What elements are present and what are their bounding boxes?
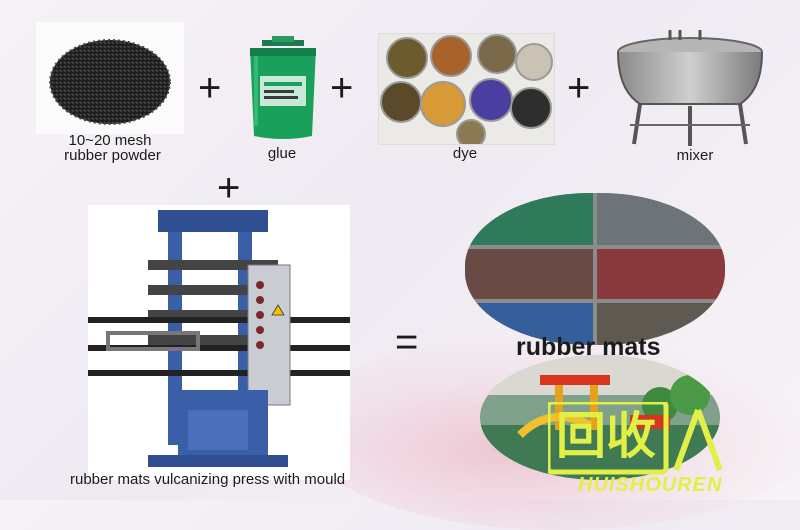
glue-label: glue: [267, 145, 297, 162]
powder-label-line2: rubber powder: [64, 147, 161, 164]
equals-sign: =: [395, 320, 419, 364]
mixer-machine-image: [600, 30, 780, 150]
watermark-logo: 回收: [545, 399, 728, 487]
press-label: rubber mats vulcanizing press with mould: [70, 471, 346, 488]
plus-sign-2: +: [330, 66, 354, 110]
watermark-brand: HUISHOUREN: [578, 474, 723, 496]
rubber-powder-image: [36, 22, 184, 134]
dye-label: dye: [452, 145, 478, 162]
plus-sign-3: +: [567, 66, 591, 110]
plus-sign-1: +: [198, 66, 222, 110]
vulcanizing-press-image: [88, 205, 350, 480]
plus-sign-4: +: [217, 166, 241, 210]
watermark-logo-text: 回收: [556, 407, 656, 465]
rubber-mats-image: [465, 193, 725, 345]
dye-jars-image: [378, 33, 555, 145]
mixer-label: mixer: [676, 147, 714, 164]
glue-bucket-image: [242, 36, 324, 141]
powder-label-line1: 10~20 mesh: [68, 132, 152, 149]
